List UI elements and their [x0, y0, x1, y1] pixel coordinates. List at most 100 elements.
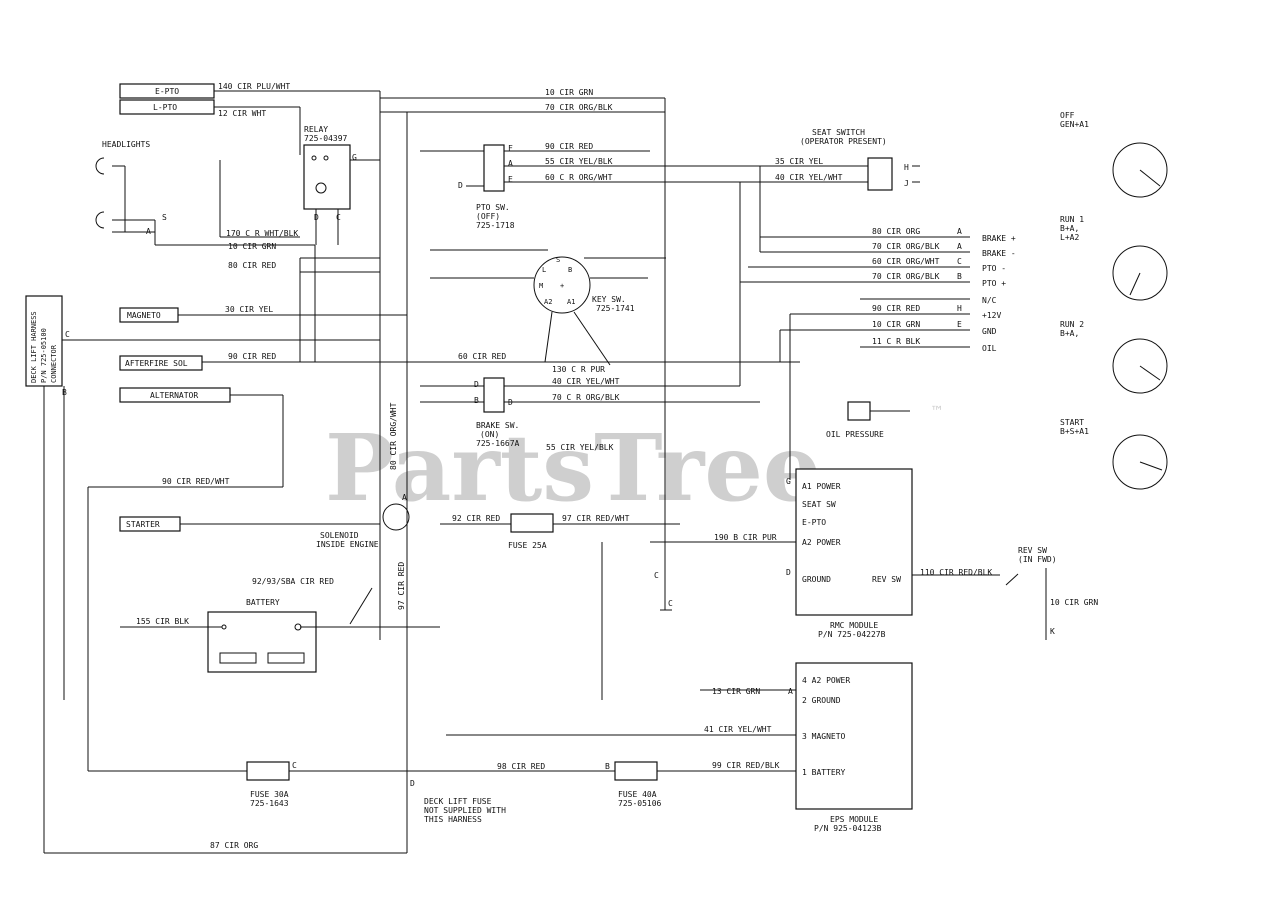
wire-label-41-yelwht: 41 CIR YEL/WHT [704, 725, 772, 734]
seat-pin-j: J [904, 179, 909, 188]
brake-switch-pn: 725-1667A [476, 439, 520, 448]
wire-label-99-redblk: 99 CIR RED/BLK [712, 761, 780, 770]
wire-label-10-grn-3: 10 CIR GRN [1050, 598, 1098, 607]
solenoid-title: SOLENOID [320, 531, 359, 540]
key-pos-off-desc: GEN+A1 [1060, 120, 1089, 129]
key-pin-m: M [539, 282, 543, 290]
wire-label-90-redwht: 90 CIR RED/WHT [162, 477, 230, 486]
right-pin-a: A [957, 227, 962, 236]
eps-battery: 1 BATTERY [802, 768, 846, 777]
eps-ground: 2 GROUND [802, 696, 841, 705]
ground-pin-c: C [654, 571, 659, 580]
fuse-30a-pn: 725-1643 [250, 799, 289, 808]
brake-switch-title: BRAKE SW. [476, 421, 519, 430]
brake-switch-state: (ON) [480, 430, 499, 439]
fuse-40a-box [614, 761, 658, 781]
deck-lift-fuse-l2: NOT SUPPLIED WITH [424, 806, 506, 815]
headlights-label: HEADLIGHTS [102, 140, 150, 149]
wire-label-70-orgblk-4: 70 CIR ORG/BLK [872, 272, 940, 281]
rmc-module-box [795, 468, 913, 616]
fuse-40a-label: FUSE 40A [618, 790, 657, 799]
key-pos-run1-desc: B+A, [1060, 224, 1079, 233]
rmc-ground: GROUND [802, 575, 831, 584]
wire-label-55-yelblk: 55 CIR YEL/BLK [545, 157, 613, 166]
key-switch-title: KEY SW. [592, 295, 626, 304]
rev-pin-k: K [1050, 627, 1055, 636]
seat-pin-h: H [904, 163, 909, 172]
headlight-pin-a: A [146, 227, 151, 236]
eps-a2-power: 4 A2 POWER [802, 676, 850, 685]
solenoid-pin-a: A [402, 493, 407, 502]
wire-label-70-orgblk: 70 CIR ORG/BLK [545, 103, 613, 112]
battery-box [207, 611, 317, 673]
eps-module-pn: P/N 925-04123B [814, 824, 882, 833]
alternator-label: ALTERNATOR [150, 391, 198, 400]
rmc-module-title: RMC MODULE [830, 621, 878, 630]
relay-box [303, 144, 351, 210]
seat-switch-title: SEAT SWITCH [812, 128, 865, 137]
fuse-40a-pn: 725-05106 [618, 799, 662, 808]
deck-lift-harness-title: DECK LIFT HARNESS [30, 311, 38, 383]
pto-switch-title: PTO SW. [476, 203, 510, 212]
label-oil: OIL [982, 344, 997, 353]
pto-pin-e: E [508, 175, 513, 184]
fuse-25a-box [510, 513, 554, 533]
wire-label-40-yelwht: 40 CIR YEL/WHT [552, 377, 620, 386]
deck-lift-harness-connector: CONNECTOR [50, 344, 58, 383]
right-pin-c: C [957, 257, 962, 266]
deck-lift-harness-pn: P/N 725-05100 [40, 328, 48, 383]
wire-label-10-grn-2: 10 CIR GRN [228, 242, 276, 251]
wire-label-80-red: 80 CIR RED [228, 261, 276, 270]
wire-label-40-yelwht-2: 40 CIR YEL/WHT [775, 173, 843, 182]
wire-label-90-red-2: 90 CIR RED [872, 304, 920, 313]
rmc-a1-power: A1 POWER [802, 482, 841, 491]
right-pin-e: E [957, 320, 962, 329]
trademark-mark: ™ [930, 404, 944, 420]
wire-label-87-org: 87 CIR ORG [210, 841, 258, 850]
rmc-a2-power: A2 POWER [802, 538, 841, 547]
key-pos-start-desc: B+S+A1 [1060, 427, 1089, 436]
wire-label-92-red: 92 CIR RED [452, 514, 500, 523]
right-pin-b: B [957, 272, 962, 281]
pto-switch-state: (OFF) [476, 212, 500, 221]
deck-fuse-pin-d: D [410, 779, 415, 788]
wire-label-10-grn: 10 CIR GRN [545, 88, 593, 97]
afterfire-label: AFTERFIRE SOL [125, 359, 188, 368]
solenoid-symbol [382, 503, 410, 531]
fuse-30a-box [246, 761, 290, 781]
seat-switch-box [867, 157, 893, 191]
pto-pin-a: A [508, 159, 513, 168]
eps-magneto: 3 MAGNETO [802, 732, 846, 741]
rmc-seat-sw: SEAT SW [802, 500, 836, 509]
key-pos-run2-desc: B+A, [1060, 329, 1079, 338]
deck-lift-harness-box [25, 295, 63, 387]
wire-label-92-93: 92/93/SBA CIR RED [252, 577, 334, 586]
pto-switch-pn: 725-1718 [476, 221, 515, 230]
wire-label-110-redblk: 110 CIR RED/BLK [920, 568, 992, 577]
ground-pin-c2: C [668, 599, 673, 608]
wire-label-60-orgwht: 60 C R ORG/WHT [545, 173, 613, 182]
wire-label-140: 140 CIR PLU/WHT [218, 82, 290, 91]
label-nc: N/C [982, 296, 997, 305]
wire-label-11-blk: 11 C R BLK [872, 337, 920, 346]
wire-label-90-red-afterfire: 90 CIR RED [228, 352, 276, 361]
wire-label-13-grn: 13 CIR GRN [712, 687, 760, 696]
rmc-pin-g: G [786, 477, 791, 486]
label-pto-plus: PTO + [982, 279, 1006, 288]
e-pto-label: E-PTO [155, 87, 179, 96]
wire-label-70-orgblk-3: 70 CIR ORG/BLK [872, 242, 940, 251]
key-switch-body [533, 256, 591, 314]
wire-label-98-red: 98 CIR RED [497, 762, 545, 771]
fuse-40-pin-b: B [605, 762, 610, 771]
rmc-e-pto: E-PTO [802, 518, 826, 527]
deck-lift-fuse-l3: THIS HARNESS [424, 815, 482, 824]
key-position-off-dial [1112, 142, 1168, 198]
fuse-30a-label: FUSE 30A [250, 790, 289, 799]
wire-label-155-blk: 155 CIR BLK [136, 617, 189, 626]
key-position-run1-dial [1112, 245, 1168, 301]
key-pin-l: L [542, 266, 546, 274]
fuse-30-pin-c: C [292, 761, 297, 770]
key-pos-start: START [1060, 418, 1084, 427]
oil-pressure-label: OIL PRESSURE [826, 430, 884, 439]
key-switch-pn: 725-1741 [596, 304, 635, 313]
